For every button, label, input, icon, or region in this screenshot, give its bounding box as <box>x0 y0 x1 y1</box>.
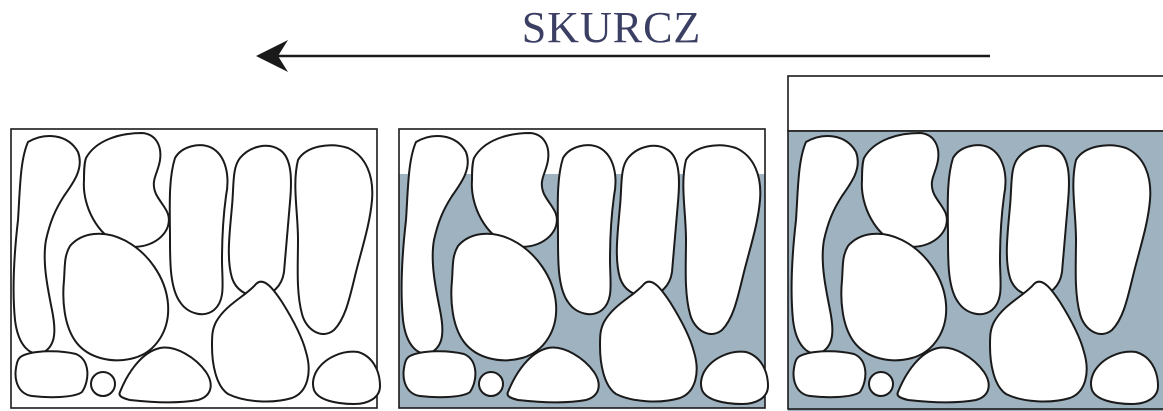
panel-partially-saturated <box>399 129 768 408</box>
panel-fully-saturated <box>788 76 1163 411</box>
panel-dry-soil <box>11 129 380 408</box>
arrow-left-icon <box>256 40 990 72</box>
